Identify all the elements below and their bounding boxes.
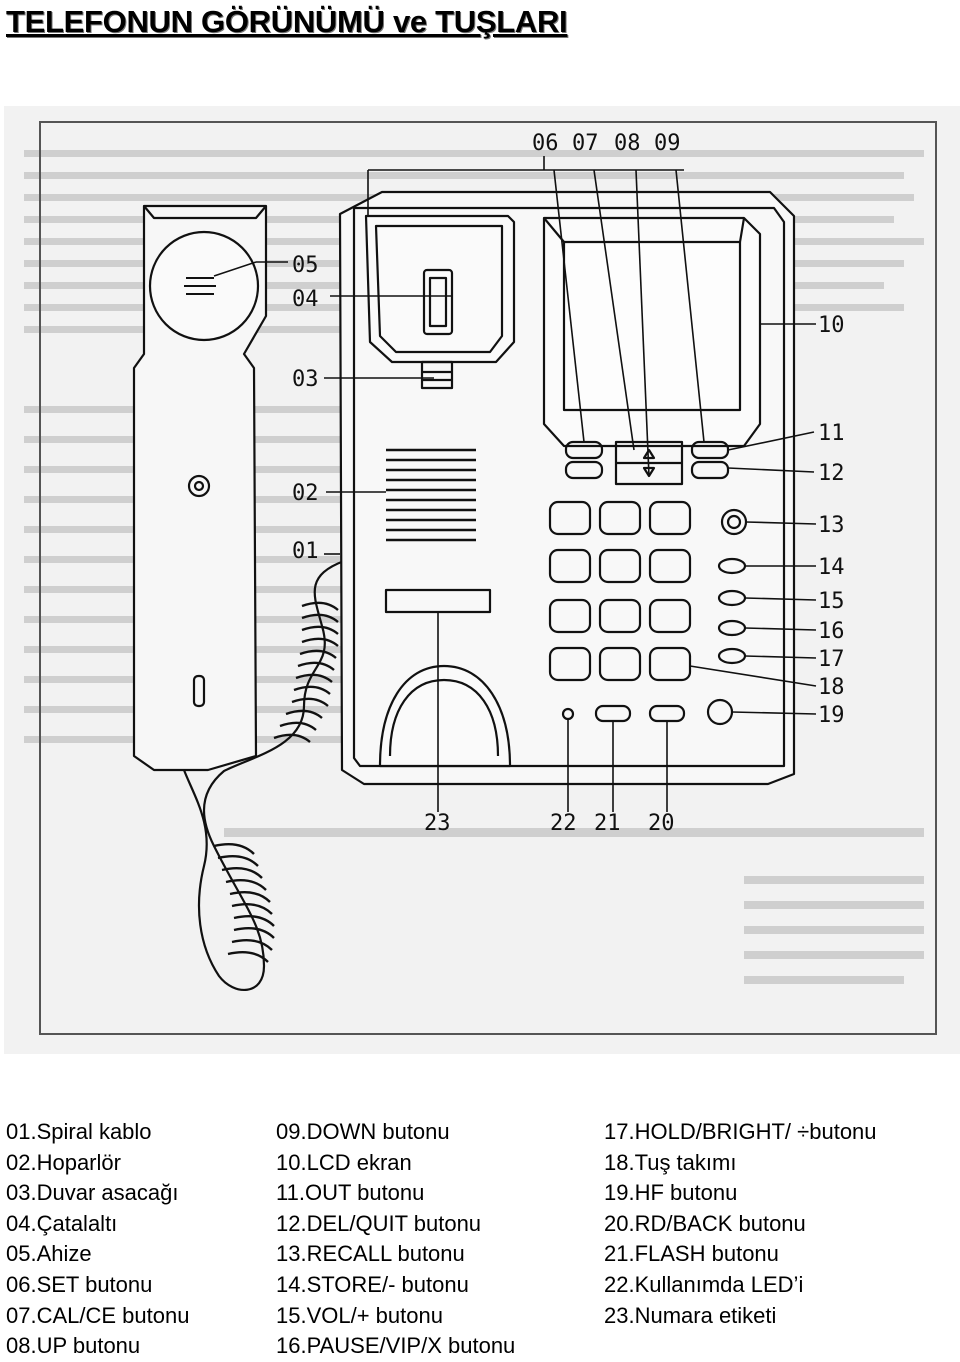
legend-item: 14.STORE/- butonu [276,1271,469,1297]
legend-item: 16.PAUSE/VIP/X butonu [276,1333,516,1359]
callout-20: 20 [648,811,675,836]
legend-item: 10.LCD ekran [276,1149,412,1175]
earpiece-grille [184,277,216,295]
callout-14: 14 [818,555,845,580]
legend-item: 11.OUT butonu [276,1180,425,1206]
del-key [564,460,604,480]
handset [132,204,268,772]
callout-17: 17 [818,647,845,672]
legend-item: 05.Ahize [6,1241,92,1267]
leader-lines [213,156,817,812]
legend-item: 08.UP butonu [6,1333,141,1359]
callout-15: 15 [818,589,845,614]
callout-03: 03 [292,367,319,392]
callout-numbers: 01 02 03 04 05 06 07 08 09 10 11 12 13 1… [292,131,845,836]
keypad [548,500,692,682]
callout-16: 16 [818,619,845,644]
legend-item: 18.Tuş takımı [604,1149,737,1175]
callout-04: 04 [292,287,319,312]
page-title: TELEFONUN GÖRÜNÜMÜ ve TUŞLARI [6,4,568,39]
telephone-diagram: 01 02 03 04 05 06 07 08 09 10 11 12 13 1… [4,106,960,1054]
legend-item: 23.Numara etiketi [604,1302,777,1328]
callout-19: 19 [818,703,845,728]
microphone-slot [192,674,206,708]
legend-item: 21.FLASH butonu [604,1241,779,1267]
cradle [364,214,516,364]
legend-item: 17.HOLD/BRIGHT/ ÷butonu [604,1119,877,1144]
callout-01: 01 [292,539,319,564]
callout-18: 18 [818,675,845,700]
callout-05: 05 [292,253,319,278]
legend-column-3: 17.HOLD/BRIGHT/ ÷butonu 18.Tuş takımı 19… [604,1117,877,1331]
callout-08: 08 [614,131,641,156]
legend-item: 15.VOL/+ butonu [276,1302,443,1328]
callout-09: 09 [654,131,681,156]
legend-item: 06.SET butonu [6,1271,153,1297]
legend-item: 22.Kullanımda LED’i [604,1271,804,1297]
legend-item: 19.HF butonu [604,1180,738,1206]
lcd-screen [562,240,742,412]
legend-item: 04.Çatalaltı [6,1210,118,1236]
callout-23: 23 [424,811,451,836]
legend-item: 20.RD/BACK butonu [604,1210,806,1236]
wall-hanger [420,360,454,390]
callout-13: 13 [818,513,845,538]
callout-10: 10 [818,313,845,338]
callout-21: 21 [594,811,621,836]
nav-keys [614,440,684,486]
legend-column-1: 01.Spiral kablo 02.Hoparlör 03.Duvar asa… [6,1117,189,1362]
legend-item: 02.Hoparlör [6,1149,121,1175]
handset-top-edge [143,205,267,220]
legend-item: 01.Spiral kablo [6,1119,152,1144]
frame [39,121,937,1035]
callout-22: 22 [550,811,577,836]
hook-switch [422,268,454,336]
callout-12: 12 [818,461,845,486]
callout-11: 11 [818,421,845,446]
callout-07: 07 [572,131,599,156]
legend-item: 13.RECALL butonu [276,1241,465,1267]
legend-column-2: 09.DOWN butonu 10.LCD ekran 11.OUT buton… [276,1117,515,1362]
handset-button [187,474,211,498]
base-inner-edge [352,206,786,768]
callout-02: 02 [292,481,319,506]
callout-06: 06 [532,131,559,156]
legend-item: 12.DEL/QUIT butonu [276,1210,482,1236]
legend-item: 09.DOWN butonu [276,1119,450,1144]
speaker-grille [386,448,476,542]
legend-item: 07.CAL/CE butonu [6,1302,190,1328]
legend-item: 03.Duvar asacağı [6,1180,179,1206]
